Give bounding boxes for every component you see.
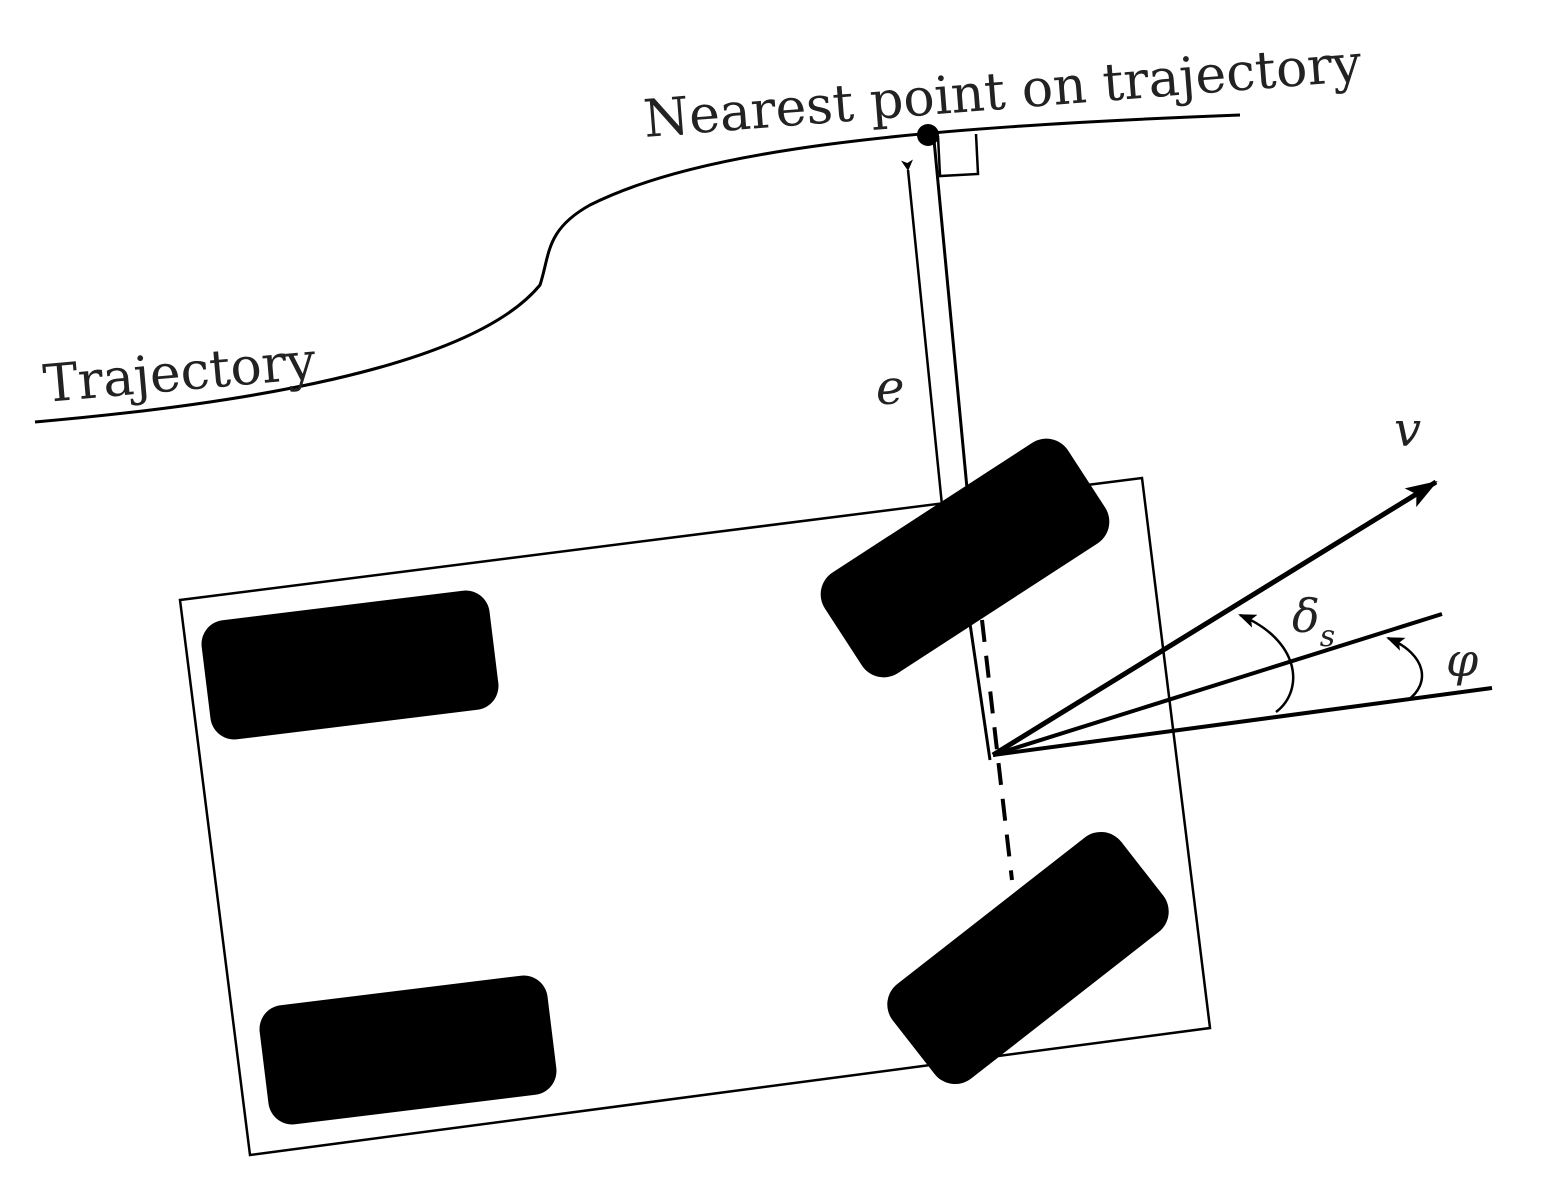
nearest-point-label: Nearest point on trajectory <box>641 34 1364 150</box>
steer-angle-subscript: s <box>1320 619 1335 654</box>
front-axle-dashed <box>980 619 1014 881</box>
perpendicular-line <box>932 139 972 521</box>
front-right-wheel <box>887 831 1169 1085</box>
steer-angle-symbol: δ <box>1292 589 1320 643</box>
right-angle-marker <box>936 133 980 178</box>
trajectory-label: Trajectory <box>41 331 319 415</box>
steer-angle-label: δs <box>1292 589 1335 654</box>
heading-angle-arc <box>1386 636 1424 702</box>
velocity-vector <box>991 479 1438 758</box>
heading-angle-label: φ <box>1446 633 1479 687</box>
trajectory-tangent-line <box>992 612 1443 757</box>
rear-left-wheel <box>201 590 499 740</box>
steer-angle-arc <box>1238 613 1295 713</box>
error-label: e <box>876 360 904 416</box>
trajectory-curve <box>34 113 1241 424</box>
axle-line-solid <box>966 609 992 761</box>
rear-right-wheel <box>259 975 557 1125</box>
velocity-label: v <box>1394 402 1421 458</box>
front-left-wheel <box>820 438 1110 678</box>
